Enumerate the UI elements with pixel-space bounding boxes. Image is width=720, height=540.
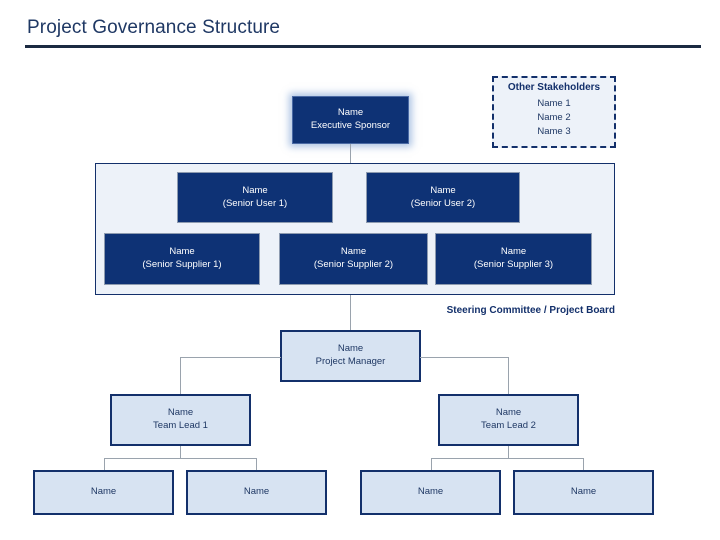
team-lead-1-box[interactable]: Name Team Lead 1 [110,394,251,446]
stakeholder-name-3: Name 3 [537,125,571,137]
senior-supplier-3-box[interactable]: Name (Senior Supplier 3) [435,233,592,285]
senior-user-1-name: Name [242,184,268,196]
project-manager-box[interactable]: Name Project Manager [280,330,421,382]
senior-user-2-box[interactable]: Name (Senior User 2) [366,172,520,223]
other-stakeholders-box: Other Stakeholders Name 1 Name 2 Name 3 [492,76,616,148]
team-member-2-name: Name [243,486,270,498]
connector-tl1-horizontal [104,458,257,459]
senior-user-2-name: Name [430,184,456,196]
senior-user-1-role: (Senior User 1) [222,197,288,209]
stakeholder-name-2: Name 2 [537,111,571,123]
senior-supplier-2-box[interactable]: Name (Senior Supplier 2) [279,233,428,285]
senior-supplier-1-name: Name [169,246,195,258]
team-member-3-box[interactable]: Name [360,470,501,515]
connector-tl2-to-member-4 [583,458,584,470]
connector-pm-to-team-lead-2 [508,357,509,394]
senior-supplier-1-role: (Senior Supplier 1) [142,259,222,270]
senior-supplier-1-box[interactable]: Name (Senior Supplier 1) [104,233,260,285]
senior-user-1-box[interactable]: Name (Senior User 1) [177,172,333,223]
team-member-3-name: Name [417,486,444,498]
team-lead-2-name: Name [495,407,522,419]
connector-pm-left-horizontal [180,357,281,358]
team-member-2-box[interactable]: Name [186,470,327,515]
page-title: Project Governance Structure [27,17,281,38]
project-manager-role: Project Manager [315,356,386,367]
executive-sponsor-role: Executive Sponsor [310,120,391,131]
team-lead-2-box[interactable]: Name Team Lead 2 [438,394,579,446]
executive-sponsor-name: Name [337,107,364,119]
team-member-4-box[interactable]: Name [513,470,654,515]
senior-supplier-2-role: (Senior Supplier 2) [313,259,394,270]
connector-tl2-to-member-3 [431,458,432,470]
team-lead-1-name: Name [167,407,194,419]
team-member-1-box[interactable]: Name [33,470,174,515]
connector-tl2-stem [508,446,509,458]
executive-sponsor-box[interactable]: Name Executive Sponsor [292,96,409,144]
connector-exec-to-committee [350,144,351,163]
connector-tl2-horizontal [431,458,583,459]
connector-tl1-stem [180,446,181,458]
senior-supplier-3-name: Name [500,246,527,258]
steering-committee-caption: Steering Committee / Project Board [446,305,615,316]
project-manager-name: Name [337,343,364,355]
connector-pm-right-horizontal [420,357,509,358]
title-divider [25,45,701,48]
team-member-4-name: Name [570,486,597,498]
stakeholder-name-1: Name 1 [537,98,571,109]
senior-supplier-3-role: (Senior Supplier 3) [473,259,554,270]
team-lead-1-role: Team Lead 1 [153,420,208,431]
other-stakeholders-title: Other Stakeholders [507,82,601,93]
connector-pm-to-team-lead-1 [180,357,181,394]
senior-user-2-role: (Senior User 2) [410,197,476,209]
connector-tl1-to-member-1 [104,458,105,470]
senior-supplier-2-name: Name [340,246,367,258]
other-stakeholders-list: Name 1 Name 2 Name 3 [537,97,570,138]
team-member-1-name: Name [90,486,117,498]
connector-committee-to-pm [350,295,351,330]
connector-tl1-to-member-2 [256,458,257,470]
team-lead-2-role: Team Lead 2 [481,420,536,431]
